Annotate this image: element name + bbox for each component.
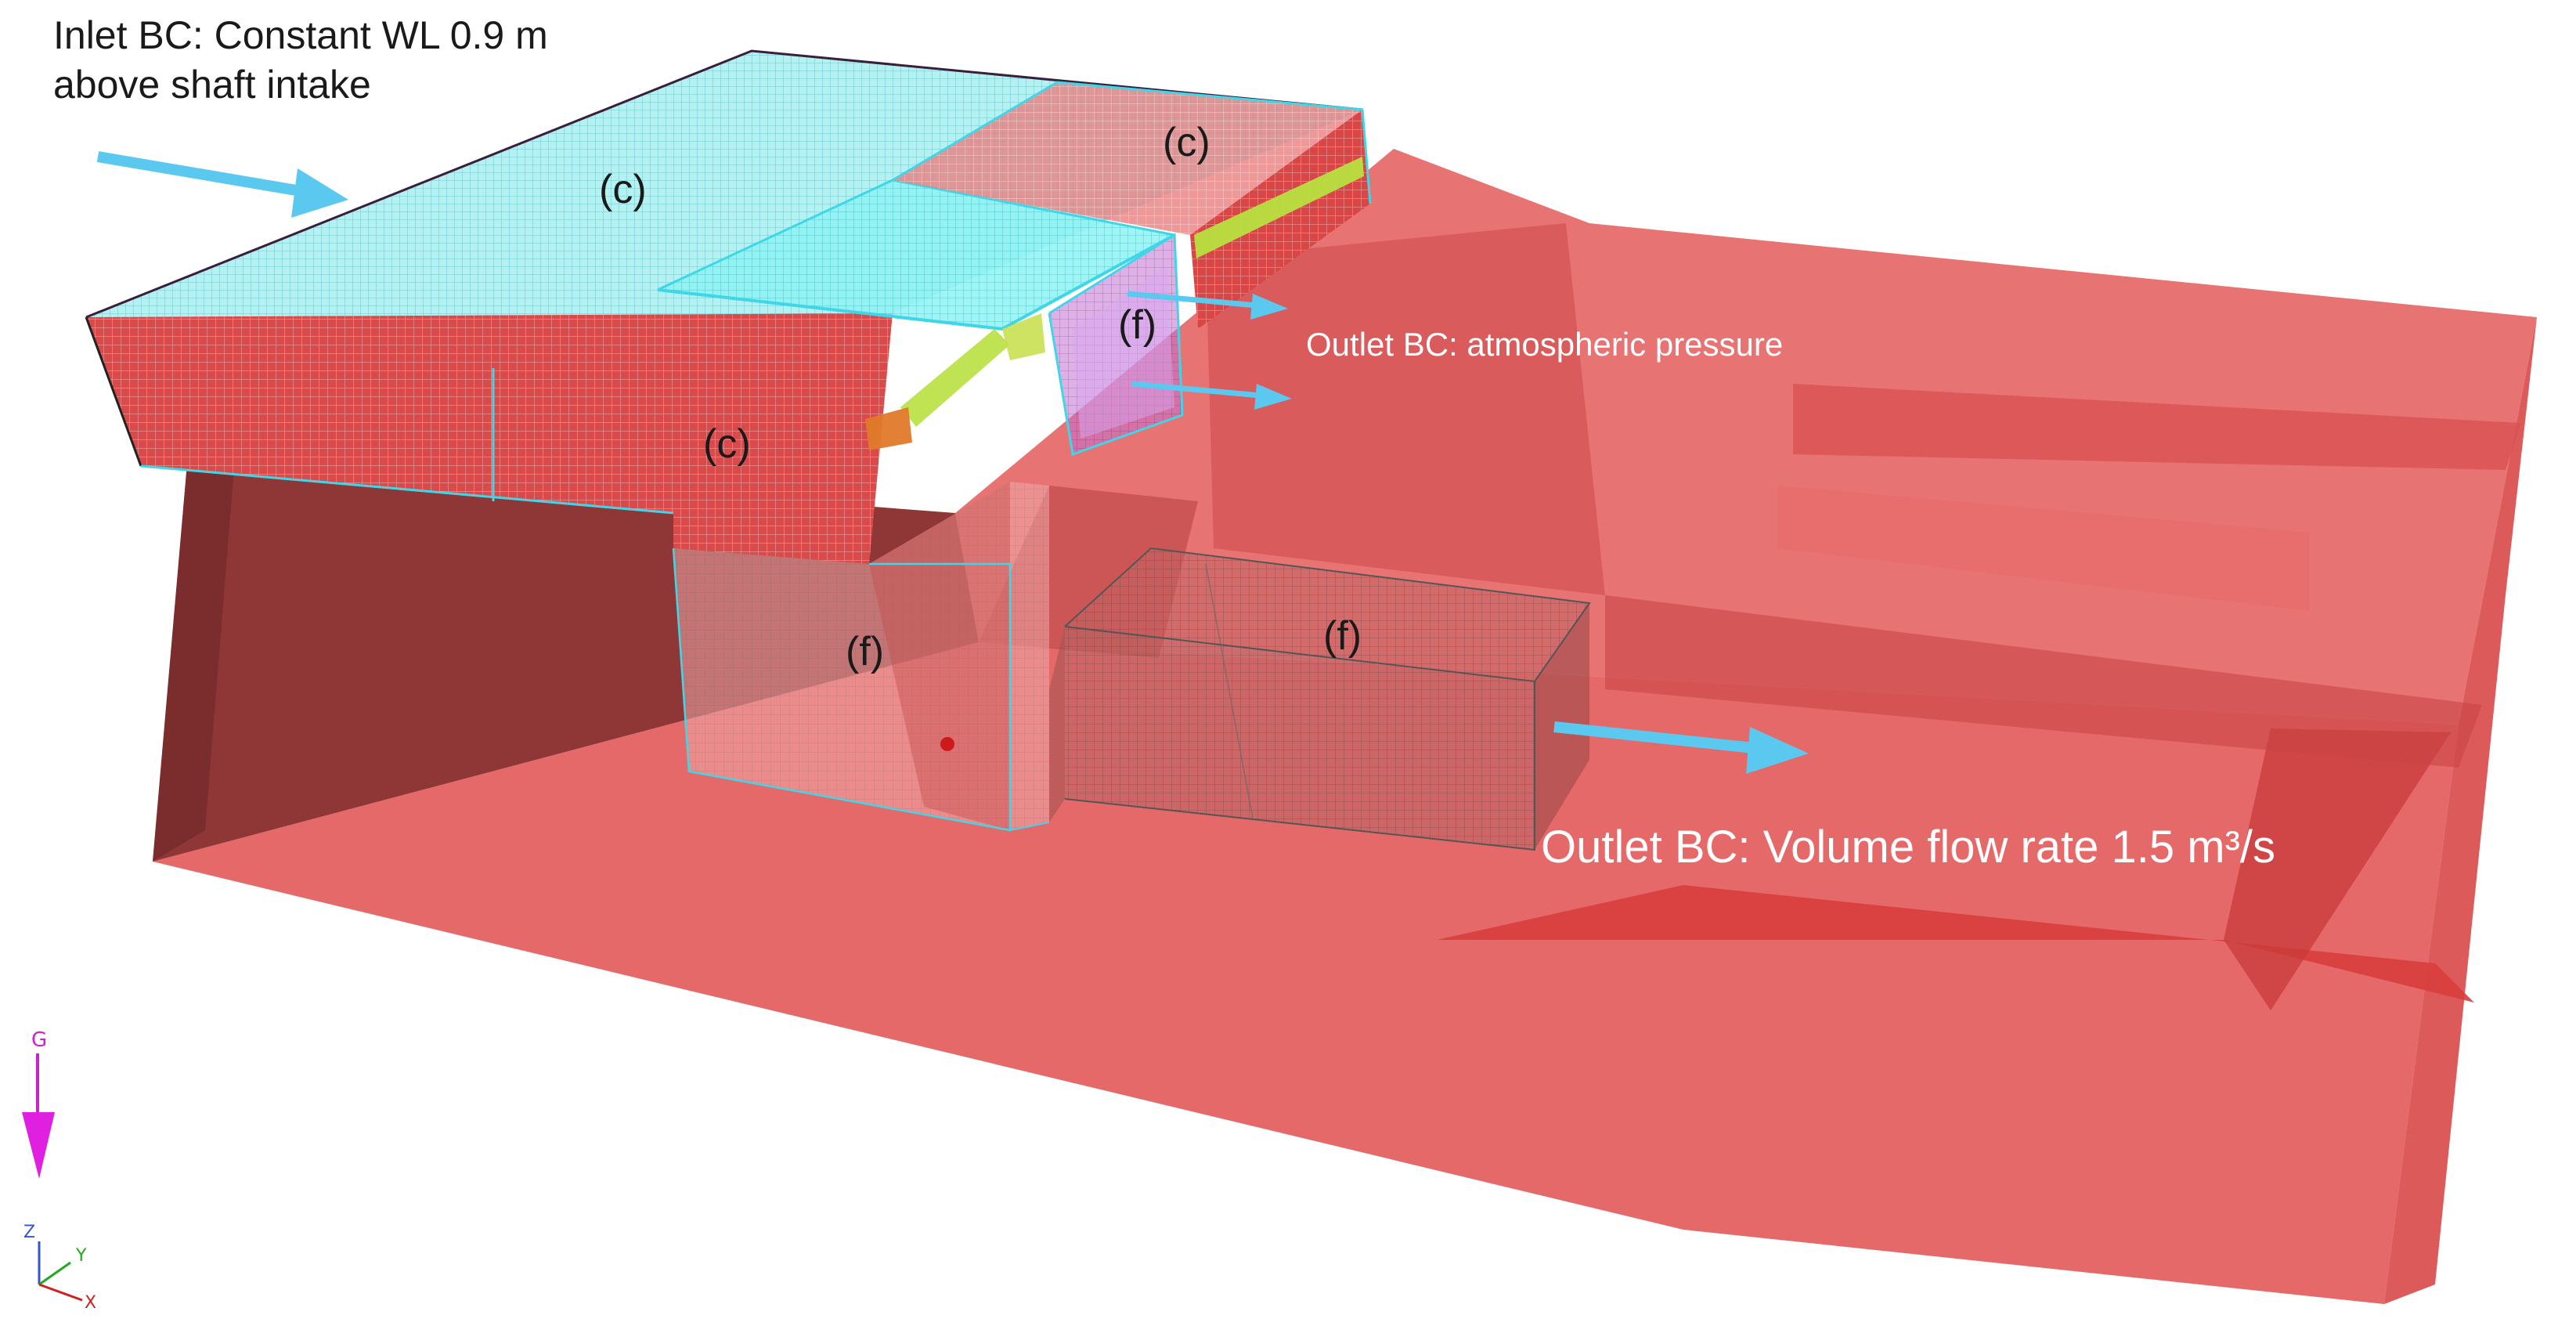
intake-slab-front-mesh	[86, 313, 893, 564]
inlet-bc-line-1: Inlet BC: Constant WL 0.9 m	[53, 13, 548, 57]
axis-y-line	[38, 1261, 71, 1286]
inlet-bc-line-2: above shaft intake	[53, 62, 371, 107]
upper-shaft-inner	[1073, 266, 1174, 439]
region-label-f-upper-shaft: (f)	[1118, 302, 1157, 348]
right-intake-block	[892, 81, 1372, 329]
right-block-top-mesh	[893, 82, 1362, 235]
outlet-flow-arrow	[1553, 721, 1809, 774]
back-recess-lower	[1777, 486, 2310, 611]
axis-y-label: Y	[76, 1246, 87, 1266]
region-label-c-right: (c)	[1163, 120, 1210, 165]
inlet-bc-label: Inlet BC: Constant WL 0.9 m above shaft …	[53, 11, 548, 109]
domain-floor	[153, 642, 2459, 1304]
tunnel-front-mesh	[1065, 627, 1535, 850]
outlet-channel-top	[1605, 595, 2482, 768]
region-label-c-left: (c)	[599, 167, 647, 212]
lower-shaft-shade	[869, 482, 1010, 830]
baffle-strip-left	[900, 329, 1010, 427]
domain-right-wall	[2384, 317, 2537, 1304]
lower-shaft-front-mesh	[673, 482, 1049, 830]
baffle-strip-right	[1194, 157, 1364, 258]
region-label-f-tunnel: (f)	[1323, 613, 1362, 659]
outlet-channel-floor	[1437, 885, 2474, 1003]
upper-shaft-box	[1048, 233, 1184, 457]
outlet-volume-flow-label: Outlet BC: Volume flow rate 1.5 m³/s	[1541, 822, 2276, 873]
right-block-front-mesh	[1190, 110, 1370, 329]
axis-z-label: Z	[23, 1223, 36, 1242]
back-recess	[1793, 384, 2521, 470]
tunnel-top-mesh	[1065, 548, 1589, 681]
outlet-tunnel-box	[1049, 547, 1591, 851]
region-label-f-lower-shaft: (f)	[846, 629, 885, 674]
outlet-channel-side	[2224, 728, 2451, 1010]
axis-x-label: X	[85, 1293, 97, 1313]
tunnel-lower-left	[1049, 627, 1065, 822]
outlet-atmospheric-label: Outlet BC: atmospheric pressure	[1306, 326, 1784, 363]
axis-x-line	[38, 1283, 83, 1302]
outlet-atm-arrow-upper	[1127, 291, 1288, 320]
baffle-strip-mid	[1002, 313, 1045, 360]
gravity-indicator	[22, 1053, 55, 1179]
probe-marker	[940, 737, 954, 751]
domain-left-wall-shade	[153, 454, 235, 862]
region-label-c-front: (c)	[703, 421, 751, 467]
inlet-flow-arrow	[96, 151, 348, 218]
outlet-atm-arrow-lower	[1131, 381, 1292, 410]
baffle-orange	[865, 407, 912, 450]
gravity-label: G	[31, 1028, 48, 1052]
central-block-top-mesh	[658, 180, 1174, 329]
ramp-shading	[1206, 223, 1605, 595]
axis-triad	[38, 1241, 83, 1302]
gravity-arrow-icon	[22, 1112, 55, 1179]
lower-shaft-box	[672, 482, 1050, 832]
